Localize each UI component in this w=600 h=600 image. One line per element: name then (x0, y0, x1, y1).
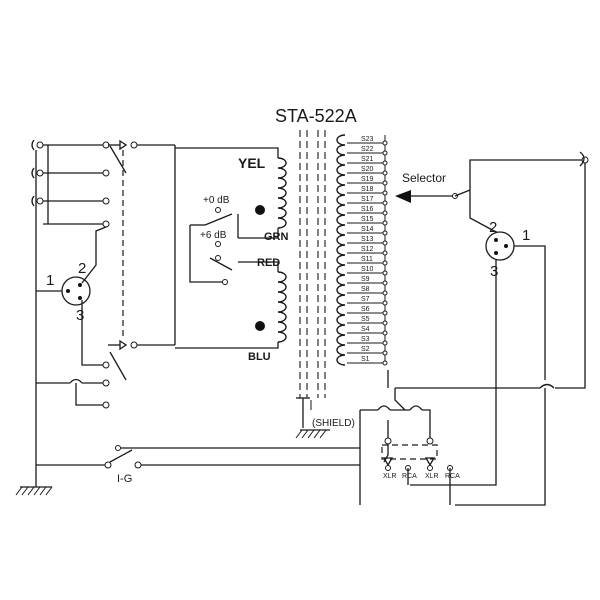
output-jack-label: XLR (383, 473, 397, 480)
selector-label: Selector (402, 171, 446, 185)
secondary-tap-label: S4 (361, 326, 370, 333)
output-jack-label: RCA (445, 473, 460, 480)
tap-terminal (382, 290, 388, 296)
polarity-dot-lower (255, 321, 265, 331)
level-tap-switch: +0 dB +6 dB (189, 195, 239, 285)
tap-terminal (382, 210, 388, 216)
secondary-tap-label: S5 (361, 316, 370, 323)
tap-terminal (382, 260, 388, 266)
ig-switch: I-G (36, 445, 360, 485)
transformer-core (295, 130, 330, 439)
tap-terminal (382, 160, 388, 166)
right-xlr-connector: 2 1 3 (485, 219, 530, 280)
winding-blu-label: BLU (248, 351, 271, 363)
secondary-tap-label: S19 (361, 176, 374, 183)
secondary-tap-label: S1 (361, 356, 370, 363)
tap-terminal (382, 230, 388, 236)
winding-yel-label: YEL (238, 155, 266, 171)
output-jack-label: XLR (425, 473, 439, 480)
secondary-tap-labels: S23S22S21S20S19S18S17S16S15S14S13S12S11S… (347, 136, 388, 366)
tap-terminal (382, 340, 388, 346)
tap-terminal (382, 320, 388, 326)
polarity-dot-upper (255, 205, 265, 215)
tap-terminal (382, 240, 388, 246)
secondary-tap-label: S9 (361, 276, 370, 283)
right-pin-3: 3 (490, 263, 498, 280)
secondary-tap-label: S6 (361, 306, 370, 313)
tap-0db-label: +0 dB (203, 195, 230, 206)
diagram-title: STA-522A (275, 106, 357, 126)
right-pin-1: 1 (522, 227, 530, 244)
tap-terminal (382, 180, 388, 186)
secondary-tap-label: S18 (361, 186, 374, 193)
ground-symbol-left (15, 486, 53, 496)
secondary-tap-label: S7 (361, 296, 370, 303)
tap-terminal (382, 190, 388, 196)
secondary-coil (336, 134, 346, 366)
tap-terminal (382, 330, 388, 336)
winding-red-label: RED (257, 257, 280, 269)
tap-terminal (382, 280, 388, 286)
secondary-tap-label: S17 (361, 196, 374, 203)
output-jack-label: RCA (402, 473, 417, 480)
secondary-tap-label: S22 (361, 146, 374, 153)
tap-terminal (382, 200, 388, 206)
secondary-tap-label: S8 (361, 286, 370, 293)
output-switch-block (359, 388, 453, 505)
left-pin-3: 3 (76, 307, 84, 324)
secondary-tap-label: S20 (361, 166, 374, 173)
tap-terminal (382, 300, 388, 306)
secondary-tap-label: S15 (361, 216, 374, 223)
primary-coil-lower (277, 271, 287, 343)
secondary-tap-label: S16 (361, 206, 374, 213)
secondary-tap-label: S2 (361, 346, 370, 353)
winding-grn-label: GRN (264, 231, 289, 243)
secondary-tap-label: S14 (361, 226, 374, 233)
tap-terminal (382, 140, 388, 146)
level-switch-left (108, 139, 138, 381)
selector-arrow (395, 190, 411, 203)
secondary-tap-label: S12 (361, 246, 374, 253)
tap-terminal (382, 220, 388, 226)
secondary-tap-label: S3 (361, 336, 370, 343)
tap-terminal (382, 250, 388, 256)
tap-terminal (382, 150, 388, 156)
shield-label: (SHIELD) (312, 418, 355, 429)
tap-6db-label: +6 dB (200, 230, 227, 241)
secondary-tap-label: S13 (361, 236, 374, 243)
secondary-tap-label: S23 (361, 136, 374, 143)
tap-terminal (382, 350, 388, 356)
left-pin-1: 1 (46, 272, 54, 289)
right-pin-2: 2 (489, 219, 497, 236)
left-pin-2: 2 (78, 260, 86, 277)
tap-terminal (382, 360, 388, 366)
output-jack-labels: XLR RCA XLR RCA (383, 473, 460, 480)
left-xlr-connector: 1 2 3 (46, 260, 91, 324)
primary-coil-upper (277, 157, 287, 229)
secondary-tap-label: S21 (361, 156, 374, 163)
tap-terminal (382, 310, 388, 316)
ig-switch-label: I-G (117, 473, 132, 485)
secondary-tap-label: S11 (361, 256, 373, 263)
secondary-tap-label: S10 (361, 266, 374, 273)
tap-terminal (382, 170, 388, 176)
input-jacks (31, 139, 110, 228)
tap-terminal (382, 270, 388, 276)
